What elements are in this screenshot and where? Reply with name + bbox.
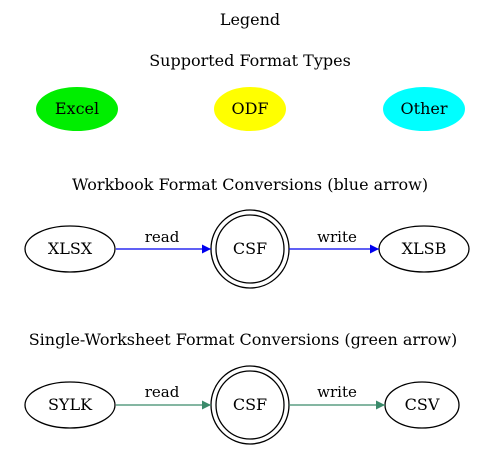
worksheet-write-label: write (317, 383, 357, 401)
format-type-excel: Excel (36, 87, 118, 131)
csf-node-label: CSF (233, 395, 267, 414)
workbook-heading: Workbook Format Conversions (blue arrow) (72, 175, 428, 194)
legend-title: Legend (220, 10, 280, 29)
odf-node-shape (214, 87, 286, 131)
format-types-heading: Supported Format Types (149, 51, 351, 70)
csf-inner-ring (215, 214, 285, 284)
csf-node-label: CSF (233, 239, 267, 258)
worksheet-center-node: CSF (210, 365, 290, 445)
workbook-target-node: XLSB (378, 225, 470, 273)
worksheet-source-node: SYLK (24, 381, 116, 429)
excel-node-label: Excel (55, 99, 99, 118)
format-type-other: Other (383, 87, 465, 131)
worksheet-read-label: read (145, 383, 180, 401)
sylk-node-shape (24, 381, 116, 429)
format-type-odf: ODF (214, 87, 286, 131)
workbook-center-node: CSF (210, 209, 290, 289)
other-node-label: Other (401, 99, 448, 118)
other-node-shape (383, 87, 465, 131)
worksheet-heading: Single-Worksheet Format Conversions (gre… (29, 330, 458, 349)
excel-node-shape (36, 87, 118, 131)
xlsx-node-label: XLSX (48, 239, 93, 258)
csf-inner-ring (215, 370, 285, 440)
xlsx-node-shape (24, 225, 116, 273)
workbook-write-label: write (317, 228, 357, 246)
workbook-source-node: XLSX (24, 225, 116, 273)
odf-node-label: ODF (231, 99, 268, 118)
sylk-node-label: SYLK (48, 395, 93, 414)
csv-node-label: CSV (405, 395, 440, 414)
xlsb-node-label: XLSB (402, 239, 447, 258)
workbook-read-label: read (145, 228, 180, 246)
worksheet-target-node: CSV (384, 381, 460, 429)
